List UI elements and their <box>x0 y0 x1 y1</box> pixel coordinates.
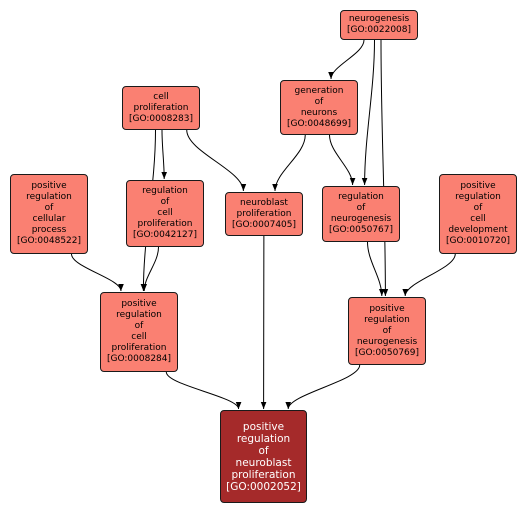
node-label-line: [GO:0048699] <box>286 118 352 129</box>
node-label-line: cellular <box>32 214 66 224</box>
node-label-line: positive <box>242 420 285 433</box>
node-label-line: regulation <box>455 192 501 202</box>
edge-n0022008-to-n0050767 <box>361 39 375 186</box>
node-label-line: proliferation <box>111 343 167 353</box>
node-label-line: of <box>134 321 144 331</box>
node-label-line: process <box>31 225 67 235</box>
edge-n0048699-to-n0007405 <box>272 134 306 192</box>
node-label-line: of <box>356 203 366 213</box>
node-label-line: regulation <box>236 432 291 445</box>
node-label-line: proliferation <box>133 102 189 113</box>
node-label-line: cell <box>157 208 173 218</box>
node-label-line: neurogenesis <box>348 14 410 24</box>
edge-n0048699-to-n0050767 <box>329 134 356 186</box>
node-label-line: of <box>314 96 324 107</box>
node-label-line: cell <box>153 91 169 102</box>
edge-n0022008-to-n0048699 <box>328 39 365 80</box>
node-label-line: [GO:0042127] <box>132 230 198 240</box>
edge-n0008284-to-n0002052 <box>165 371 242 410</box>
node-label-line: neurogenesis <box>356 336 418 347</box>
edge-n0010720-to-n0050769 <box>402 253 456 297</box>
node-label-line: positive <box>369 303 405 314</box>
node-label-line: generation <box>294 85 344 96</box>
node-label-line: neuroblast <box>240 197 288 208</box>
node-label-line: [GO:0050767] <box>328 225 394 235</box>
node-label-line: [GO:0010720] <box>445 236 511 246</box>
edge-n0050767-to-n0050769 <box>367 241 385 297</box>
node-label-line: regulation <box>142 186 188 196</box>
edge-n0008283-to-n0007405 <box>186 129 247 192</box>
node-label-line: [GO:0002052] <box>226 480 301 493</box>
node-label-line: [GO:0050769] <box>354 347 420 358</box>
node-label-line: [GO:0048522] <box>16 236 82 246</box>
node-label-line: [GO:0007405] <box>231 219 297 230</box>
node-label-line: proliferation <box>236 208 292 219</box>
node-label-line: regulation <box>116 310 162 320</box>
node-label-line: neurons <box>300 107 338 118</box>
node-label-line: cell <box>470 214 486 224</box>
node-label-line: neurogenesis <box>330 214 392 224</box>
node-label-line: positive <box>460 181 496 191</box>
edge-n0042127-to-n0008284 <box>141 246 159 292</box>
node-label-line: of <box>160 197 170 207</box>
node-label-line: cell <box>131 332 147 342</box>
node-label-line: [GO:0008283] <box>128 113 194 124</box>
node-neurogenesis[interactable]: neurogenesis[GO:0022008] <box>340 10 418 40</box>
edge-n0050769-to-n0002052 <box>285 364 361 410</box>
node-label-line: of <box>258 444 269 457</box>
node-label-line: regulation <box>364 314 410 325</box>
node-label-line: of <box>473 203 483 213</box>
node-label-line: [GO:0022008] <box>346 25 412 35</box>
node-label-line: proliferation <box>137 219 193 229</box>
node-label-line: of <box>382 325 392 336</box>
node-label-line: development <box>448 225 508 235</box>
edge-n0022008-to-n0050769 <box>380 39 389 297</box>
edge-n0008283-to-n0042127 <box>161 129 167 180</box>
node-label-line: [GO:0008284] <box>106 354 172 364</box>
node-label-line: proliferation <box>231 468 296 481</box>
node-label-line: neuroblast <box>235 456 292 469</box>
node-label-line: regulation <box>26 192 72 202</box>
node-label-line: of <box>44 203 54 213</box>
node-label-line: regulation <box>338 192 384 202</box>
node-label-line: positive <box>121 299 157 309</box>
node-label-line: positive <box>31 181 67 191</box>
edge-n0048522-to-n0008284 <box>71 253 124 292</box>
